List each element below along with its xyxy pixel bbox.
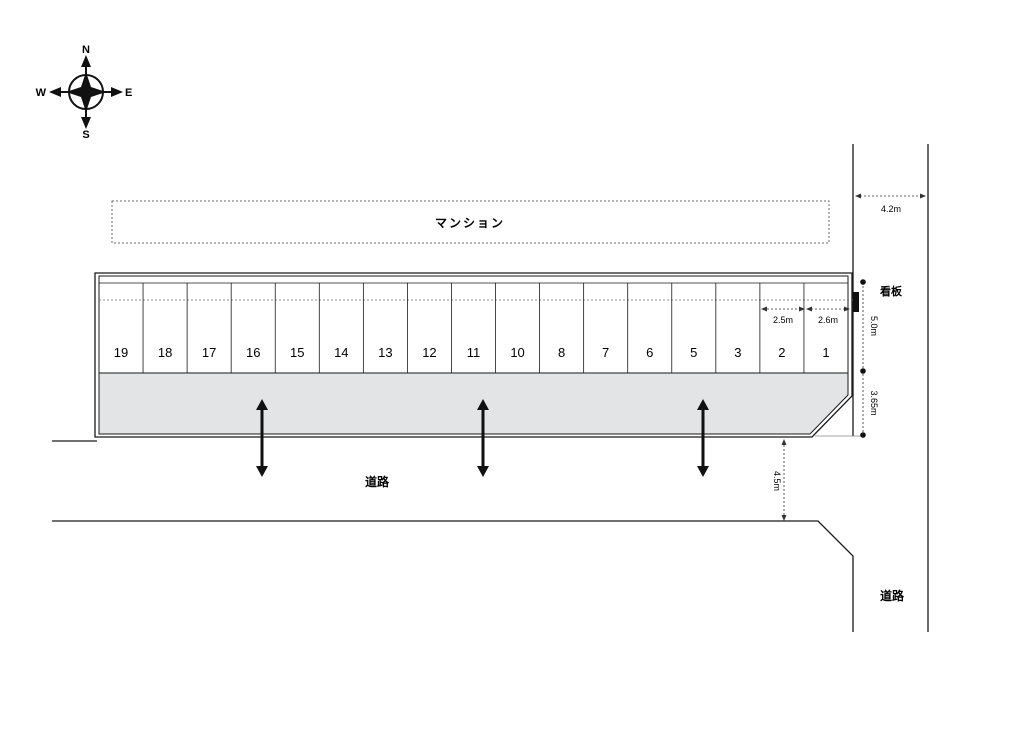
dim-south-road-width-label: 4.5m [772, 471, 782, 491]
dim-space-depth-label: 5.0m [869, 316, 879, 336]
south-arrow-icon [81, 117, 91, 129]
compass-west-label: W [36, 87, 47, 99]
entrance-arrow-icon [697, 399, 709, 477]
signboard: 看板 [853, 284, 903, 312]
entrance-arrows [256, 399, 709, 477]
parking-space-number: 18 [158, 345, 172, 360]
dim-east-road-width-label: 4.2m [881, 204, 901, 214]
signboard-label: 看板 [880, 284, 903, 298]
parking-space-number: 7 [602, 345, 609, 360]
east-arrow-icon [111, 87, 123, 97]
north-arrow-icon [81, 55, 91, 67]
compass-east-label: E [125, 87, 132, 99]
parking-space-number: 6 [646, 345, 653, 360]
building-label: マンション [435, 216, 505, 230]
compass-south-label: S [82, 129, 89, 141]
parking-space-number: 5 [690, 345, 697, 360]
dim-space-width-b-label: 2.6m [818, 315, 838, 325]
parking-space-number: 11 [467, 345, 481, 360]
compass-north-label: N [82, 44, 90, 56]
compass-rose: N S E W [36, 44, 133, 141]
parking-space-number: 13 [378, 345, 392, 360]
dim-east-road-width: 4.2m [855, 193, 926, 214]
parking-space-number: 3 [734, 345, 741, 360]
road-label-east: 道路 [880, 588, 905, 603]
parking-space-number: 10 [510, 345, 524, 360]
west-arrow-icon [49, 87, 61, 97]
dim-south-road-width: 4.5m [772, 439, 787, 521]
signboard-icon [853, 292, 859, 312]
roads: 道路 道路 [52, 144, 929, 632]
parking-space-number: 1 [822, 345, 829, 360]
entrance-arrow-icon [256, 399, 268, 477]
dim-space-width-a-label: 2.5m [773, 315, 793, 325]
parking-space-number: 2 [778, 345, 785, 360]
parking-space-number: 15 [290, 345, 304, 360]
parking-space-number: 16 [246, 345, 260, 360]
parking-space-number: 19 [114, 345, 128, 360]
entrance-arrow-icon [477, 399, 489, 477]
dim-aisle-depth-label: 3.65m [869, 390, 879, 415]
parking-lot: 19 18 17 16 15 14 13 12 11 10 8 7 6 5 3 2 1 [94, 272, 858, 438]
dim-depth-aisle: 5.0m 3.65m [860, 279, 879, 438]
parking-space-number: 14 [334, 345, 348, 360]
parking-space-number: 8 [558, 345, 565, 360]
parking-space-number: 17 [202, 345, 216, 360]
aisle-area [99, 373, 848, 434]
road-label-south: 道路 [365, 474, 390, 489]
parking-space-number: 12 [422, 345, 436, 360]
neighbor-building: マンション [111, 200, 830, 244]
dim-space-widths: 2.5m 2.6m [761, 306, 850, 325]
